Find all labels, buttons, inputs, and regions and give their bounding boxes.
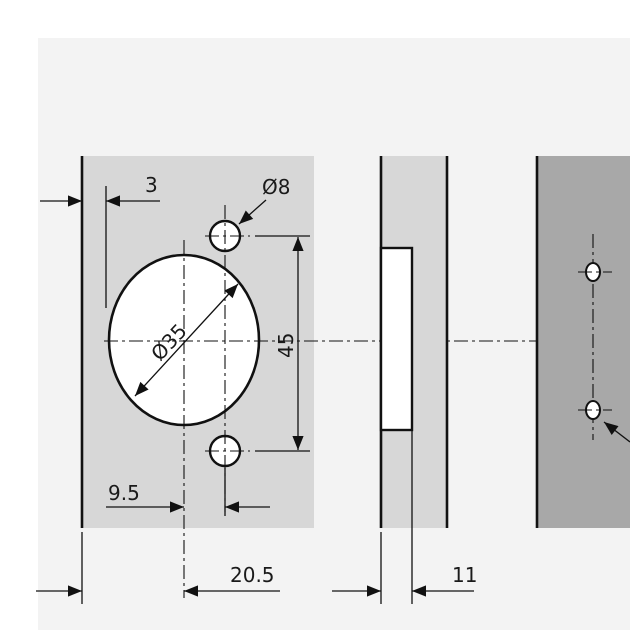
door-panel: [537, 156, 630, 528]
side-section-view: 11: [332, 156, 477, 604]
dim-3-label: 3: [145, 173, 158, 197]
dim-20-5-label: 20.5: [230, 563, 275, 587]
dim-9-5-label: 9.5: [108, 481, 140, 505]
cup-recess: [379, 246, 414, 432]
dim-11-label: 11: [452, 563, 477, 587]
dim-dia8-leader: [238, 199, 267, 225]
dim-45-label: 45: [274, 333, 298, 358]
door-leader-arrow: [603, 421, 630, 443]
front-view: 3 Ø8 Ø35 45 9.5 20.5: [36, 156, 630, 604]
dim-dia35-line: [134, 283, 239, 397]
dim-dia8-label: Ø8: [262, 175, 290, 199]
door-view: [535, 156, 630, 528]
